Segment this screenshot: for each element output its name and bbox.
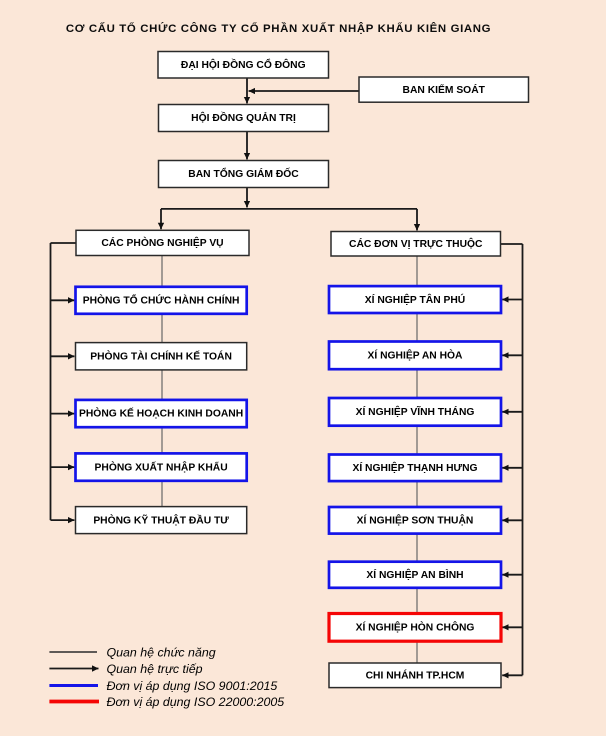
- svg-text:XÍ NGHIỆP AN HÒA: XÍ NGHIỆP AN HÒA: [368, 349, 464, 362]
- svg-text:CÁC ĐƠN VỊ TRỰC THUỘC: CÁC ĐƠN VỊ TRỰC THUỘC: [349, 237, 483, 250]
- svg-text:CÁC PHÒNG NGHIỆP VỤ: CÁC PHÒNG NGHIỆP VỤ: [101, 236, 223, 249]
- svg-text:Đơn vị áp dụng ISO 22000:2005: Đơn vị áp dụng ISO 22000:2005: [107, 695, 285, 709]
- svg-text:BAN KIỂM SOÁT: BAN KIỂM SOÁT: [403, 83, 486, 96]
- svg-text:XÍ NGHIỆP SƠN THUẬN: XÍ NGHIỆP SƠN THUẬN: [357, 514, 474, 527]
- svg-text:XÍ NGHIỆP AN BÌNH: XÍ NGHIỆP AN BÌNH: [366, 568, 463, 581]
- svg-text:CHI NHÁNH TP.HCM: CHI NHÁNH TP.HCM: [366, 669, 465, 682]
- svg-text:PHÒNG KẾ HOẠCH KINH DOANH: PHÒNG KẾ HOẠCH KINH DOANH: [79, 407, 243, 420]
- svg-text:XÍ NGHIỆP THẠNH HƯNG: XÍ NGHIỆP THẠNH HƯNG: [352, 461, 477, 474]
- svg-text:Quan hệ chức năng: Quan hệ chức năng: [107, 646, 216, 660]
- svg-text:CƠ CẤU TỔ CHỨC CÔNG TY CỔ PHẦN: CƠ CẤU TỔ CHỨC CÔNG TY CỔ PHẦN XUẤT NHẬP…: [66, 22, 491, 35]
- svg-text:PHÒNG TÀI CHÍNH KẾ TOÁN: PHÒNG TÀI CHÍNH KẾ TOÁN: [90, 349, 232, 362]
- svg-text:HỘI ĐỒNG QUẢN TRỊ: HỘI ĐỒNG QUẢN TRỊ: [191, 111, 296, 124]
- svg-text:XÍ NGHIỆP TÂN PHÚ: XÍ NGHIỆP TÂN PHÚ: [365, 293, 466, 306]
- svg-text:BAN TỔNG GIÁM ĐỐC: BAN TỔNG GIÁM ĐỐC: [188, 166, 299, 180]
- svg-text:ĐẠI HỘI ĐỒNG CỔ ĐÔNG: ĐẠI HỘI ĐỒNG CỔ ĐÔNG: [181, 58, 306, 71]
- svg-text:PHÒNG TỔ CHỨC HÀNH CHÍNH: PHÒNG TỔ CHỨC HÀNH CHÍNH: [83, 294, 240, 307]
- svg-text:Đơn vị áp dụng ISO 9001:2015: Đơn vị áp dụng ISO 9001:2015: [107, 679, 278, 693]
- svg-text:XÍ NGHIỆP HÒN CHÔNG: XÍ NGHIỆP HÒN CHÔNG: [356, 621, 475, 634]
- svg-text:PHÒNG XUẤT NHẬP KHẨU: PHÒNG XUẤT NHẬP KHẨU: [95, 460, 228, 473]
- svg-text:PHÒNG KỸ THUẬT ĐẦU TƯ: PHÒNG KỸ THUẬT ĐẦU TƯ: [93, 513, 229, 526]
- svg-text:Quan hệ trực tiếp: Quan hệ trực tiếp: [107, 662, 203, 676]
- svg-text:XÍ NGHIỆP VĨNH THÁNG: XÍ NGHIỆP VĨNH THÁNG: [356, 405, 475, 418]
